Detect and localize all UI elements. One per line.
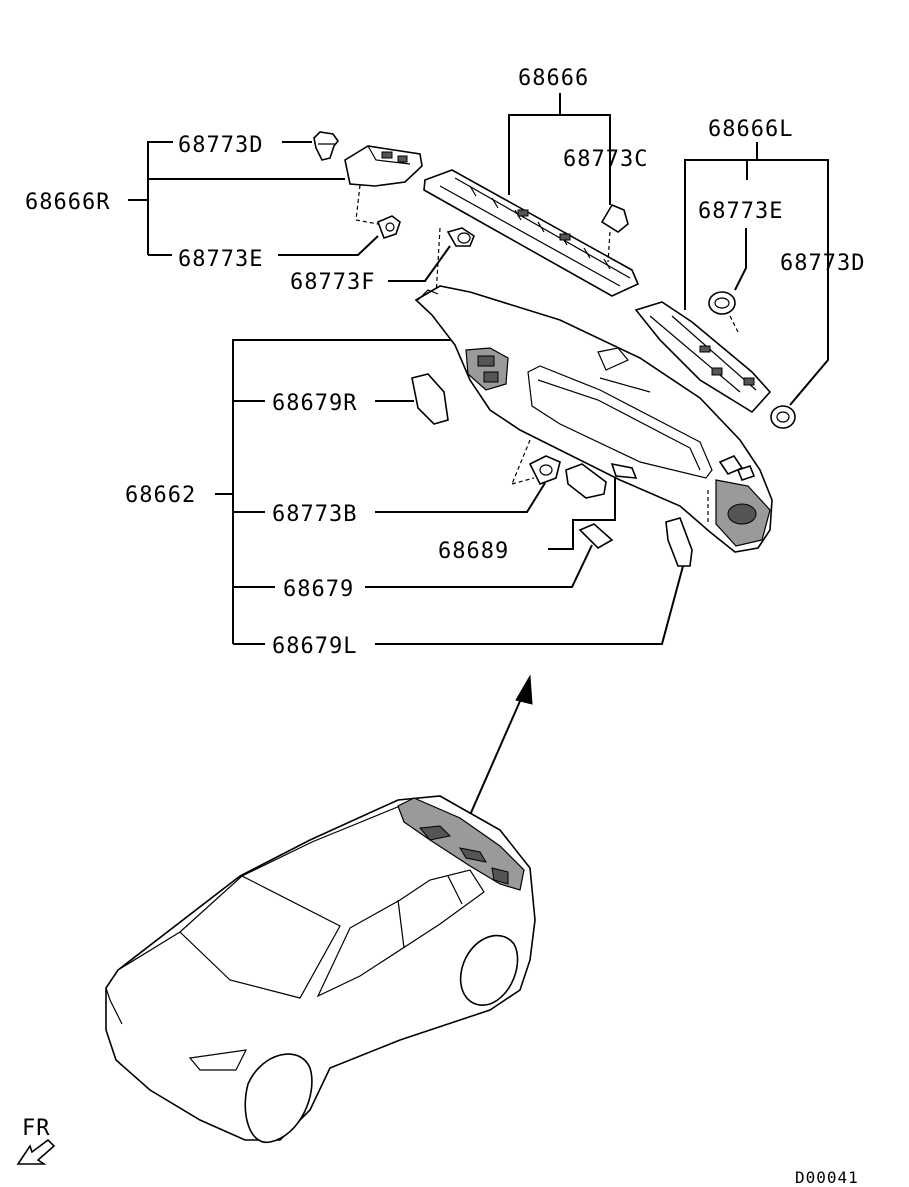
label-68773D-right: 68773D	[780, 251, 865, 276]
label-68679R: 68679R	[272, 391, 357, 416]
clip-68773C	[600, 203, 629, 263]
leader-lines	[128, 93, 829, 645]
garnish-68666	[423, 169, 640, 297]
clip-68773F	[435, 227, 475, 297]
label-68773E-right: 68773E	[698, 199, 783, 224]
location-arrow	[469, 674, 533, 816]
label-68666R: 68666R	[25, 190, 110, 215]
label-68662: 68662	[125, 483, 196, 508]
cover-68679	[578, 523, 614, 549]
clip-68773E-right	[708, 291, 739, 333]
cover-68679L	[665, 517, 693, 567]
cover-68679R	[411, 373, 449, 425]
pad-68689	[565, 462, 638, 499]
label-68773B: 68773B	[272, 502, 357, 527]
label-68666: 68666	[518, 66, 589, 91]
label-68773F: 68773F	[290, 270, 375, 295]
label-68689: 68689	[438, 539, 509, 564]
clip-68773E-left	[376, 215, 401, 240]
clip-68773D-right	[770, 405, 796, 429]
label-68773C: 68773C	[563, 147, 648, 172]
label-68773E-left: 68773E	[178, 247, 263, 272]
label-68679L: 68679L	[272, 634, 357, 659]
garnish-68666L	[634, 301, 772, 414]
front-direction-icon	[16, 1138, 56, 1165]
clip-68773B	[528, 455, 561, 486]
orientation-label: FR	[22, 1116, 51, 1141]
door-trim-68662	[414, 285, 773, 553]
label-68666L: 68666L	[708, 117, 793, 142]
clip-68773D-left	[313, 131, 340, 161]
label-68679: 68679	[283, 577, 354, 602]
trim-68666R	[344, 145, 423, 187]
vehicle-outline	[105, 795, 536, 1143]
diagram-code: D00041	[795, 1168, 859, 1187]
label-68773D-left: 68773D	[178, 133, 263, 158]
